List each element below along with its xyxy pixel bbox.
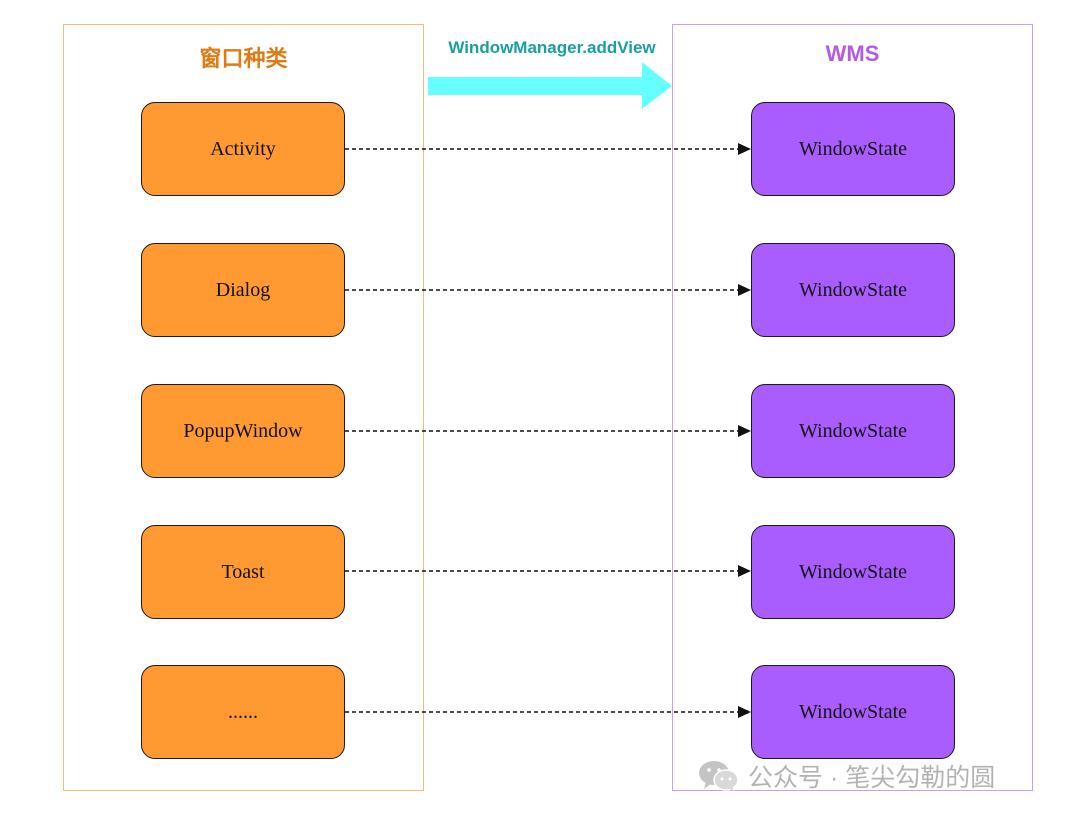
wms-group: WMS [672,24,1033,791]
add-view-arrow [428,62,672,109]
ellipsis-node: ...... [141,665,345,759]
connector-lines [345,143,751,718]
toast-node: Toast [141,525,345,619]
windowstate-node-4: WindowState [751,525,955,619]
activity-node: Activity [141,102,345,196]
wms-title: WMS [825,41,880,66]
watermark: 公众号 · 笔尖勾勒的圆 [698,758,1038,794]
connector-arrowhead-3 [738,425,751,437]
window-types-group: 窗口种类 [63,24,424,791]
windowstate-node-1: WindowState [751,102,955,196]
connector-arrowhead-1 [738,143,751,155]
add-view-label: WindowManager.addView [448,38,656,57]
windowstate-node-2: WindowState [751,243,955,337]
window-types-title: 窗口种类 [199,46,288,71]
windowstate-node-5: WindowState [751,665,955,759]
popupwindow-node: PopupWindow [141,384,345,478]
connector-arrowhead-5 [738,706,751,718]
windowstate-node-3: WindowState [751,384,955,478]
connector-arrowhead-2 [738,284,751,296]
watermark-text: 公众号 · 笔尖勾勒的圆 [748,764,996,792]
connector-arrowhead-4 [738,565,751,577]
wechat-icon [699,761,739,792]
dialog-node: Dialog [141,243,345,337]
